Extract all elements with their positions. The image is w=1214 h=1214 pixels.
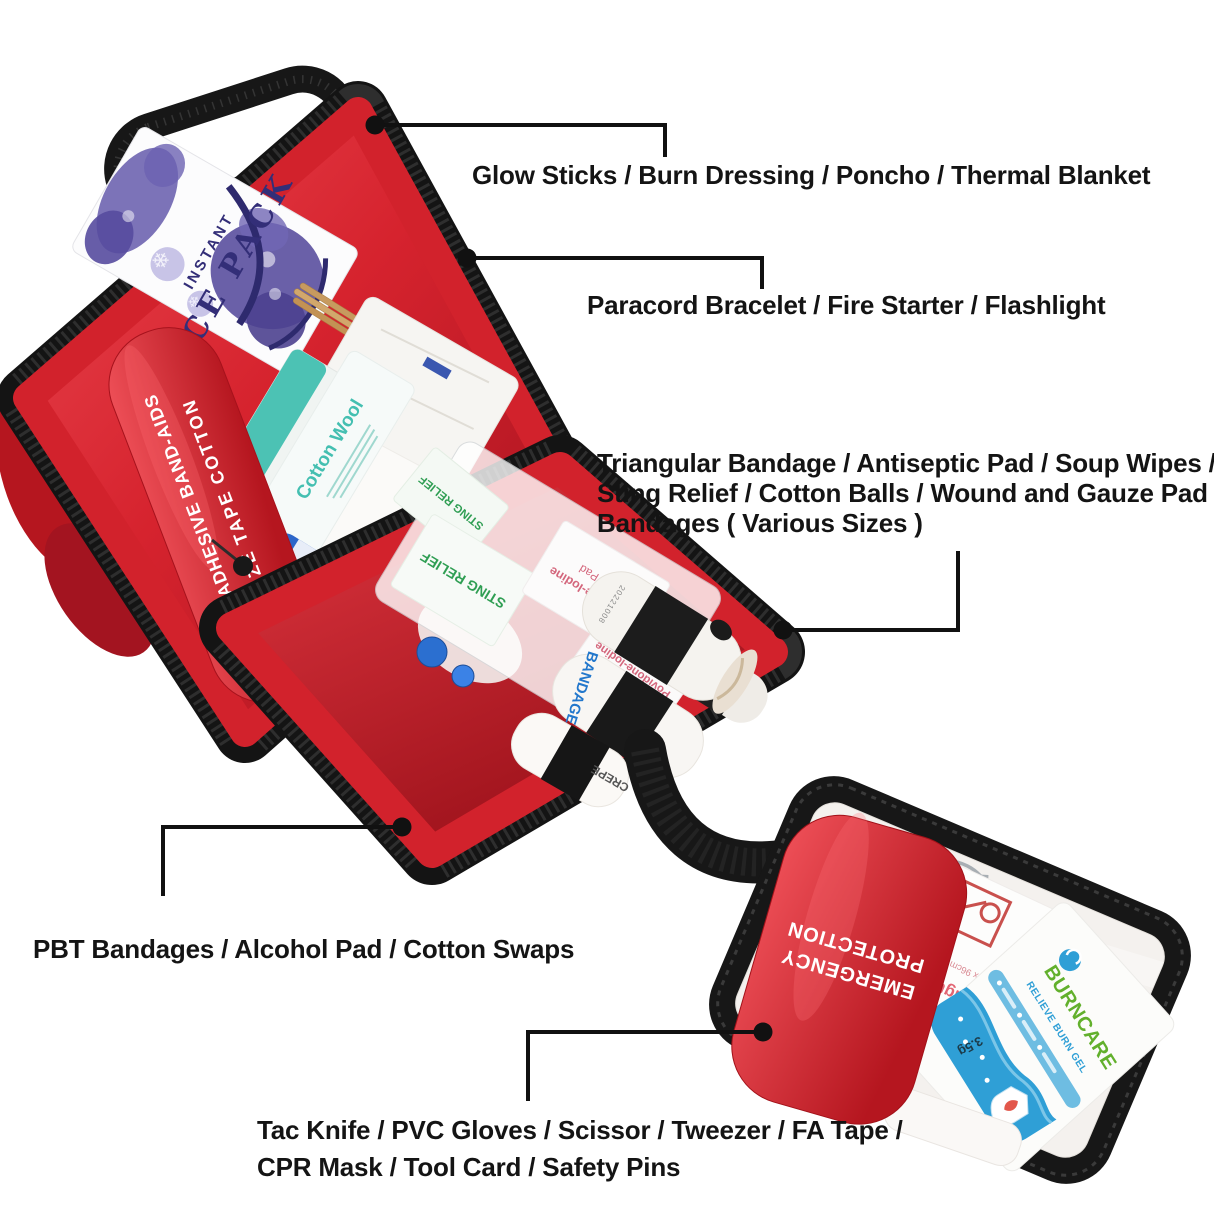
- callout-label-bandages: Triangular Bandage / Antiseptic Pad / So…: [597, 448, 1214, 538]
- callout-text: Bandages ( Various Sizes ): [597, 508, 923, 538]
- callout-lines: [161, 123, 960, 1101]
- bandage-roll-elastic: 20221008: [582, 571, 758, 714]
- crepe-bandage-roll: CREPE: [511, 712, 632, 808]
- detachable-pouch: Triangulaire 96cm x 96cm x 136cm BURNCAR…: [709, 776, 1191, 1184]
- callout-line-pbt: [161, 825, 402, 896]
- blue-cap: [416, 636, 448, 668]
- trim-stitching: [716, 783, 1184, 1177]
- callout-dot-glow: [365, 115, 385, 135]
- zipper-pull: [710, 619, 732, 641]
- bag-back-panel-lower: [44, 523, 156, 657]
- callout-text: PBT Bandages / Alcohol Pad / Cotton Swap…: [33, 934, 575, 964]
- callout-dot-bandage: [773, 620, 793, 640]
- callout-text: Triangular Bandage / Antiseptic Pad / So…: [597, 448, 1214, 478]
- connector-strap-texture: [631, 747, 791, 877]
- burncare-gel-package: BURNCARE RELIEVE BURN GEL 3.5g: [901, 902, 1175, 1172]
- burncare-logo-icon: [1059, 949, 1082, 972]
- callout-label-pbt-bandages: PBT Bandages / Alcohol Pad / Cotton Swap…: [33, 934, 574, 964]
- callout-dot-pbt: [392, 817, 412, 837]
- ice-print: [84, 143, 329, 351]
- callout-dot-tools: [753, 1022, 773, 1042]
- callout-line-paracord: [467, 256, 764, 289]
- blue-cap: [451, 664, 475, 688]
- callout-line-bandage: [783, 551, 960, 632]
- callout-text: Tac Knife / PVC Gloves / Scissor / Tweez…: [257, 1115, 903, 1145]
- drawstring-toggle: [211, 538, 253, 576]
- callout-text: Sting Relief / Cotton Balls / Wound and …: [597, 478, 1208, 508]
- instant-ice-pack: ❄ ❄ INSTANT ICE PACK: [72, 127, 358, 373]
- callout-label-paracord: Paracord Bracelet / Fire Starter / Flash…: [587, 290, 1106, 320]
- package-clip: [422, 356, 452, 380]
- callout-label-tools: Tac Knife / PVC Gloves / Scissor / Tweez…: [257, 1112, 903, 1186]
- callout-line-glow: [375, 123, 667, 157]
- callout-text: CPR Mask / Tool Card / Safety Pins: [257, 1152, 681, 1182]
- burncare-shield-icon: [990, 1085, 1029, 1125]
- callout-label-glow-sticks: Glow Sticks / Burn Dressing / Poncho / T…: [472, 160, 1151, 190]
- fine-print-lines: [326, 424, 379, 499]
- callout-text: Paracord Bracelet / Fire Starter / Flash…: [587, 290, 1106, 320]
- emergency-protection-pouch: EMERGENCY PROTECTION: [731, 812, 968, 1125]
- callout-text: Glow Sticks / Burn Dressing / Poncho / T…: [472, 160, 1151, 190]
- callout-line-tools: [526, 1030, 763, 1101]
- sting-relief-packet: STING RELIEF: [390, 514, 536, 647]
- callout-dots: [365, 115, 793, 1042]
- callout-dot-paracord: [457, 248, 477, 268]
